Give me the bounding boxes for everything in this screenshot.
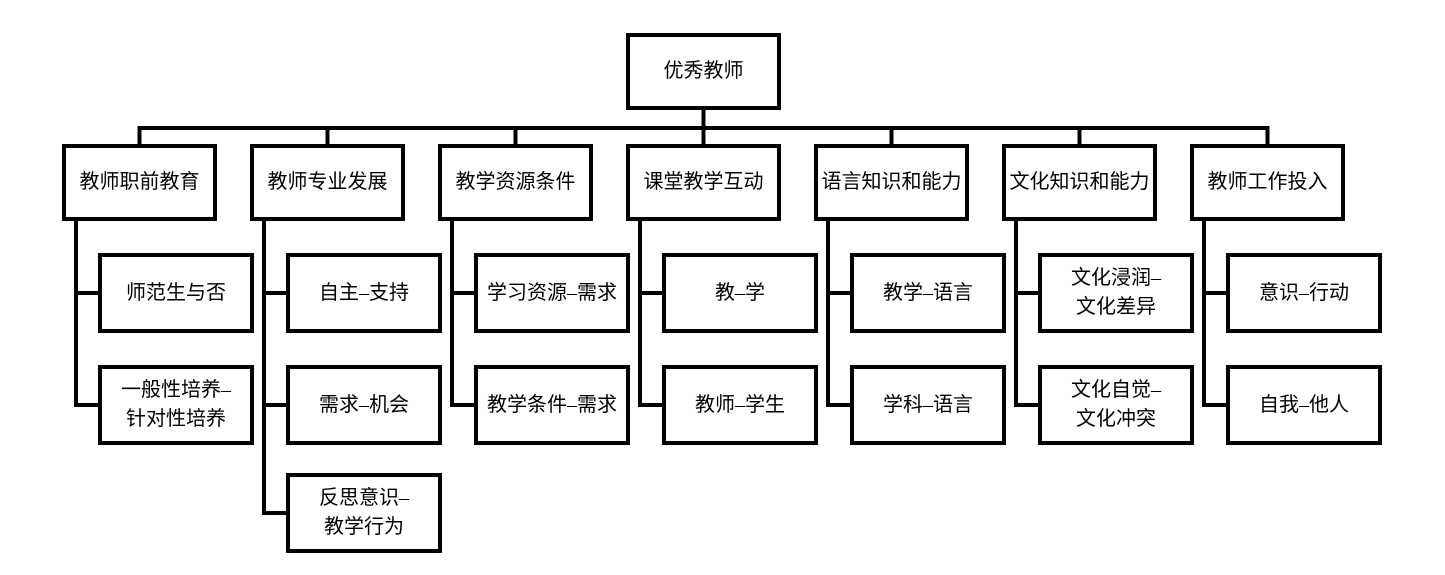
node-branch-5: 语言知识和能力: [814, 144, 969, 221]
node-branch-7-child-2: 自我–他人: [1226, 365, 1382, 445]
node-branch-3-child-2: 教学条件–需求: [474, 365, 630, 445]
node-branch-5-child-1: 教学–语言: [850, 253, 1006, 333]
node-root: 优秀教师: [626, 33, 781, 110]
node-branch-2: 教师专业发展: [250, 144, 405, 221]
node-branch-2-child-3: 反思意识– 教学行为: [286, 473, 442, 553]
node-branch-7: 教师工作投入: [1190, 144, 1345, 221]
node-branch-2-child-2: 需求–机会: [286, 365, 442, 445]
node-branch-4-child-2: 教师–学生: [662, 365, 818, 445]
node-branch-4-child-1: 教–学: [662, 253, 818, 333]
node-branch-4: 课堂教学互动: [626, 144, 781, 221]
node-branch-7-child-1: 意识–行动: [1226, 253, 1382, 333]
node-branch-1: 教师职前教育: [62, 144, 217, 221]
node-branch-1-child-2: 一般性培养– 针对性培养: [98, 365, 254, 445]
node-branch-3: 教学资源条件: [438, 144, 593, 221]
node-branch-2-child-1: 自主–支持: [286, 253, 442, 333]
node-branch-3-child-1: 学习资源–需求: [474, 253, 630, 333]
node-branch-5-child-2: 学科–语言: [850, 365, 1006, 445]
node-branch-6-child-1: 文化浸润– 文化差异: [1038, 253, 1194, 333]
node-branch-6: 文化知识和能力: [1002, 144, 1157, 221]
node-branch-6-child-2: 文化自觉– 文化冲突: [1038, 365, 1194, 445]
node-branch-1-child-1: 师范生与否: [98, 253, 254, 333]
